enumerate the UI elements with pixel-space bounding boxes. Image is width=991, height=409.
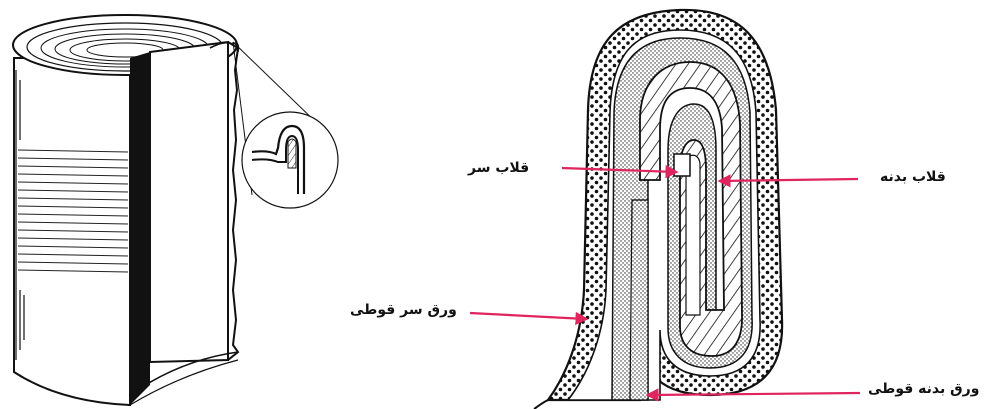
label-head-hook: قلاب سر bbox=[468, 160, 529, 176]
label-body-hook: قلاب بدنه bbox=[880, 169, 946, 185]
arrow-lid-sheet bbox=[470, 313, 586, 319]
seam-cross-section bbox=[534, 10, 782, 409]
head-hook-tip bbox=[674, 154, 690, 176]
seam-zoom-circle bbox=[242, 112, 338, 208]
arrow-body-sheet bbox=[648, 393, 860, 395]
label-lid-sheet: ورق سر قوطی bbox=[350, 302, 457, 318]
label-body-sheet: ورق بدنه قوطی bbox=[868, 381, 979, 397]
can-cutaway bbox=[130, 52, 150, 405]
can-illustration bbox=[13, 15, 238, 405]
can-body-right bbox=[228, 42, 238, 360]
